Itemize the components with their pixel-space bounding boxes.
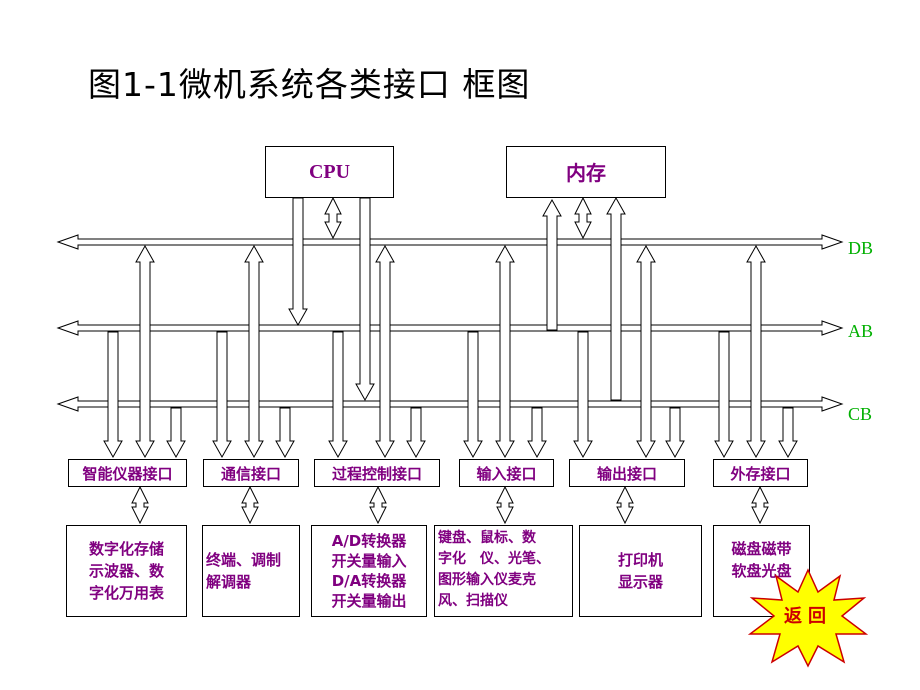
cpu-label: CPU bbox=[308, 160, 351, 183]
db-arrow-0 bbox=[135, 244, 155, 459]
interface-process-control: 过程控制接口 bbox=[314, 459, 440, 487]
control-bus-cb bbox=[56, 396, 844, 412]
cb-to-memory-arrow bbox=[606, 196, 626, 401]
iface-device-arrow-3 bbox=[496, 485, 514, 525]
ab-arrow-3 bbox=[463, 331, 483, 459]
cpu-box: CPU bbox=[265, 146, 394, 198]
ab-arrow-1 bbox=[212, 331, 232, 459]
ab-arrow-0 bbox=[103, 331, 123, 459]
db-arrow-1 bbox=[244, 244, 264, 459]
db-arrow-3 bbox=[495, 244, 515, 459]
ab-arrow-2 bbox=[328, 331, 348, 459]
memory-label: 内存 bbox=[566, 161, 606, 185]
cpu-db-arrow bbox=[324, 196, 342, 240]
db-arrow-4 bbox=[636, 244, 656, 459]
bus-lines bbox=[56, 234, 844, 412]
cb-arrow-1 bbox=[275, 407, 295, 459]
iface-device-arrow-2 bbox=[369, 485, 387, 525]
interface-external-storage: 外存接口 bbox=[713, 459, 808, 487]
device-input-peripherals: 键盘、鼠标、数 字化 仪、光笔、 图形输入仪麦克 风、扫描仪 bbox=[434, 525, 573, 617]
back-button[interactable]: 返回 bbox=[748, 568, 868, 668]
ab-arrow-4 bbox=[573, 331, 593, 459]
device-printer-display: 打印机 显示器 bbox=[579, 525, 702, 617]
cpu-to-cb-arrow bbox=[355, 197, 375, 402]
cb-arrow-4 bbox=[665, 407, 685, 459]
db-bus-label: DB bbox=[848, 238, 874, 258]
iface-device-arrow-1 bbox=[241, 485, 259, 525]
interface-input: 输入接口 bbox=[459, 459, 554, 487]
db-arrow-5 bbox=[746, 244, 766, 459]
ab-to-memory-arrow bbox=[542, 198, 562, 331]
db-arrow-2 bbox=[375, 244, 395, 459]
cb-arrow-0 bbox=[166, 407, 186, 459]
device-instruments: 数字化存储 示波器、数 字化万用表 bbox=[66, 525, 187, 617]
device-terminal-modem: 终端、调制 解调器 bbox=[202, 525, 300, 617]
cpu-to-ab-arrow bbox=[288, 197, 308, 327]
iface-device-arrow-4 bbox=[616, 485, 634, 525]
interface-intelligent-instrument: 智能仪器接口 bbox=[68, 459, 187, 487]
cb-arrow-2 bbox=[406, 407, 426, 459]
interface-output: 输出接口 bbox=[569, 459, 685, 487]
star-burst-icon bbox=[748, 568, 868, 668]
back-button-label: 返回 bbox=[784, 606, 832, 627]
device-ad-da-converters: A/D转换器 开关量输入 D/A转换器 开关量输出 bbox=[311, 525, 427, 617]
cb-bus-label: CB bbox=[848, 404, 873, 424]
address-bus-ab bbox=[56, 320, 844, 336]
memory-db-arrow bbox=[574, 196, 592, 240]
memory-box: 内存 bbox=[506, 146, 666, 198]
data-bus-db bbox=[56, 234, 844, 250]
cb-arrow-3 bbox=[527, 407, 547, 459]
ab-arrow-5 bbox=[714, 331, 734, 459]
iface-device-arrow-0 bbox=[131, 485, 149, 525]
diagram-title: 图1-1微机系统各类接口 框图 bbox=[88, 65, 531, 104]
ab-bus-label: AB bbox=[848, 321, 874, 341]
cb-arrow-5 bbox=[778, 407, 798, 459]
interface-communication: 通信接口 bbox=[203, 459, 299, 487]
connection-arrows bbox=[103, 196, 798, 525]
iface-device-arrow-5 bbox=[751, 485, 769, 525]
